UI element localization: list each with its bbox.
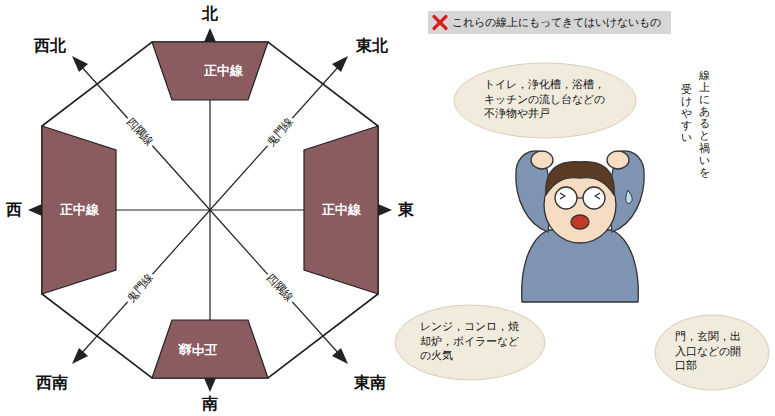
octagon-outline <box>42 42 378 378</box>
south-band: 正中線 <box>152 320 268 378</box>
direction-label: 東 <box>398 200 414 221</box>
line-name: 四隅線 <box>262 269 298 307</box>
north-band: 正中線 <box>152 42 268 100</box>
line-name: 鬼門線 <box>262 113 298 151</box>
node-text: 門，玄関，出入口などの開口部 <box>675 330 749 375</box>
node-text: 正中線 <box>202 341 219 357</box>
warning-note: 受けやすい <box>681 84 692 144</box>
west-band: 正中線 <box>42 126 116 294</box>
worried-man-figure <box>516 151 644 302</box>
direction-label: 東南 <box>354 373 386 394</box>
node-text: レンジ，コンロ，焼却炉，ボイラーなどの火気 <box>420 320 520 365</box>
east-band: 正中線 <box>304 126 378 294</box>
direction-lines <box>42 42 378 378</box>
node-text: 正中線 <box>202 63 219 79</box>
fire-bubble: レンジ，コンロ，焼却炉，ボイラーなどの火気 <box>394 304 546 381</box>
warning-header: これらの線上にもってきてはいけないもの <box>428 11 671 34</box>
direction-label: 西南 <box>36 373 68 394</box>
direction-arrows <box>28 28 392 392</box>
direction-label: 西 <box>6 200 22 221</box>
line-name: 鬼門線 <box>122 269 158 307</box>
warning-note: 線上にあると禍いを <box>699 70 710 179</box>
line-name: 四隅線 <box>122 113 158 151</box>
opening-bubble: 門，玄関，出入口などの開口部 <box>654 314 770 391</box>
impurity-bubble: トイレ，浄化槽，浴槽，キッチンの流し台などの不浄物や井戸 <box>453 62 637 139</box>
direction-label: 東北 <box>356 36 388 57</box>
node-text: 正中線 <box>320 200 363 220</box>
node-text: 正中線 <box>58 200 101 220</box>
direction-label: 南 <box>202 394 218 415</box>
direction-label: 北 <box>202 4 218 25</box>
node-text: トイレ，浄化槽，浴槽，キッチンの流し台などの不浄物や井戸 <box>484 78 606 123</box>
node-text: これらの線上にもってきてはいけないもの <box>452 15 661 30</box>
direction-label: 西北 <box>34 36 66 57</box>
